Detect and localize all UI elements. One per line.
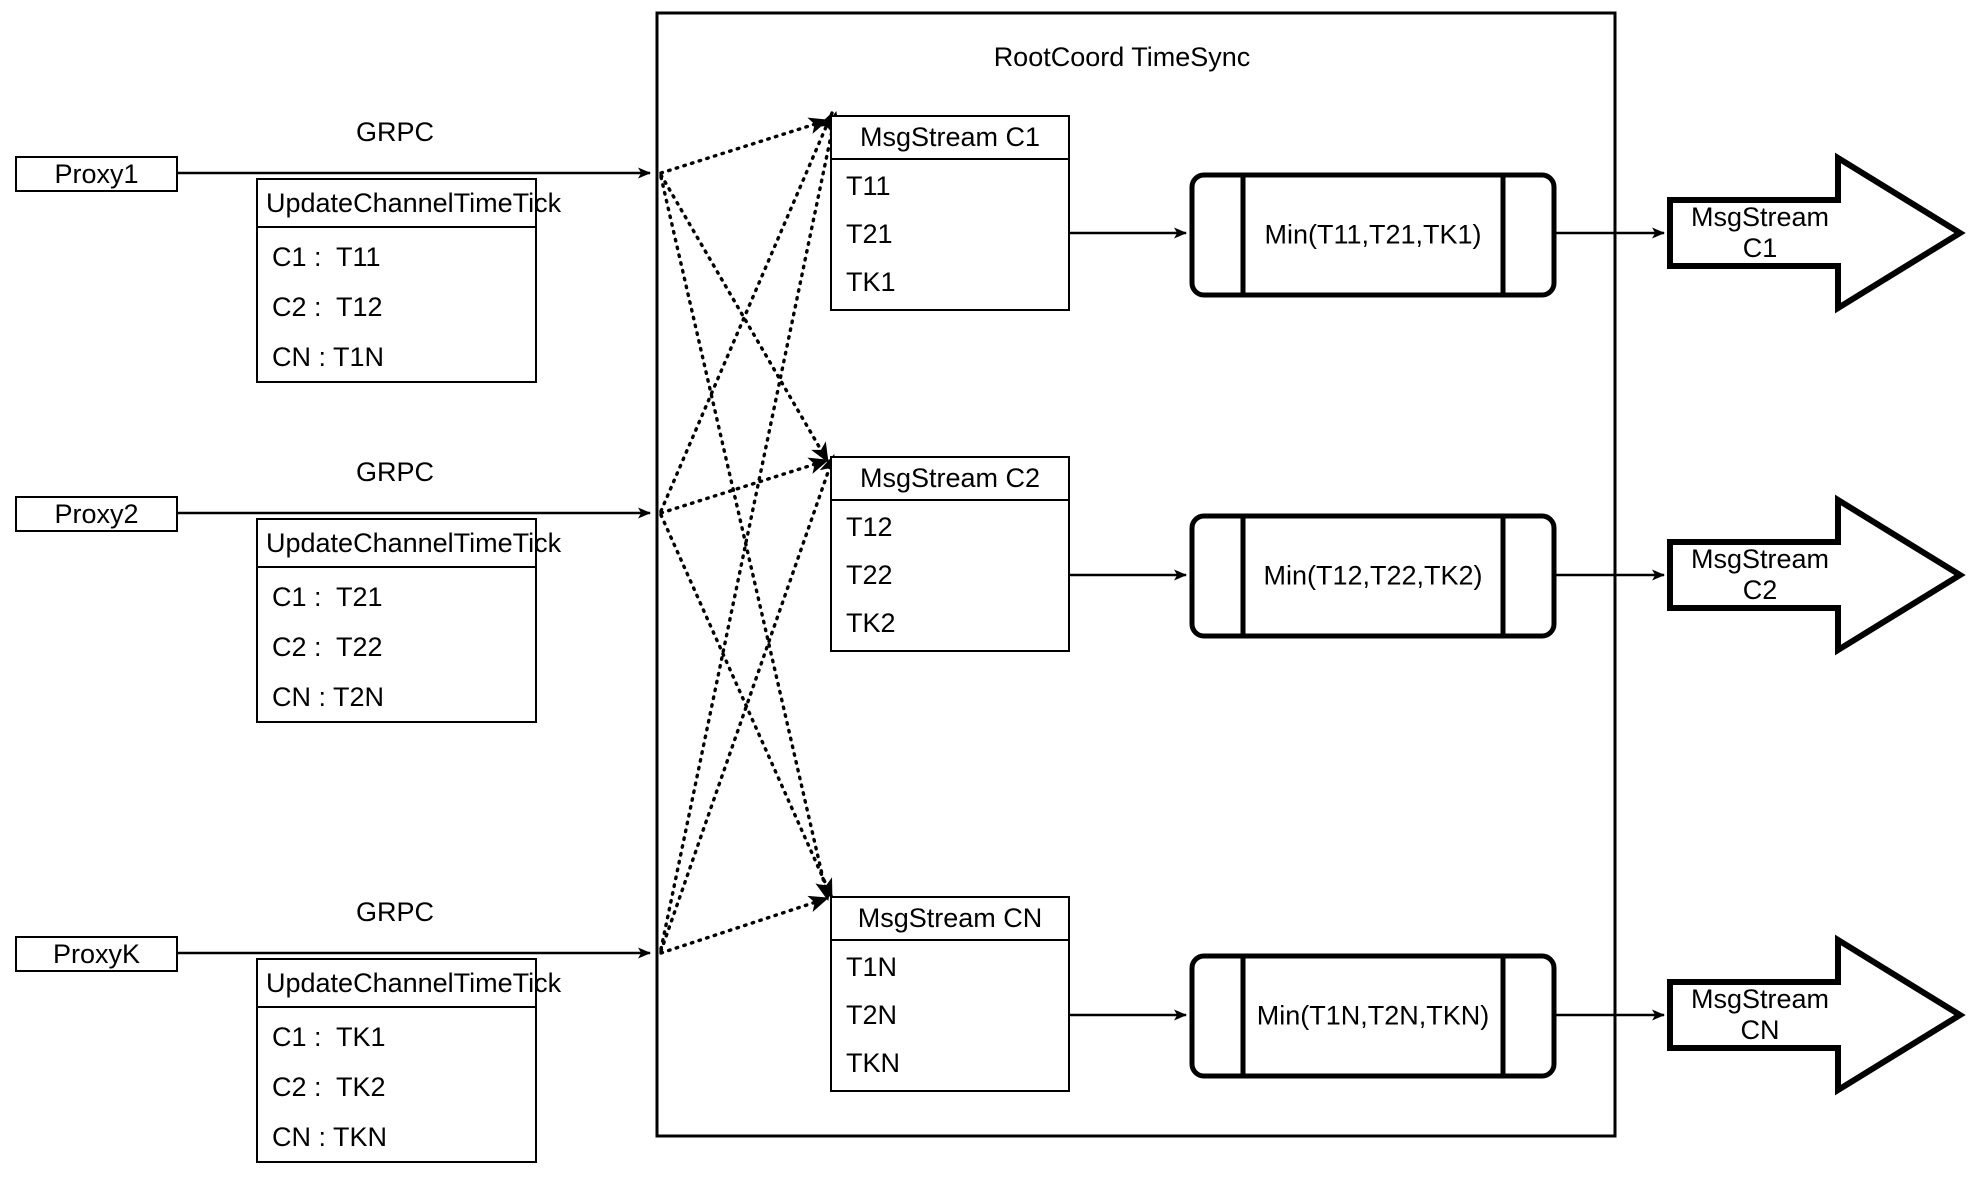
card-row: CN : T2N (272, 682, 385, 712)
stream-to-min-connectors (1070, 227, 1187, 1021)
output-arrow-label: MsgStream CN (1690, 984, 1830, 1045)
min-label: Min(T1N,T2N,TKN) (1256, 1000, 1490, 1031)
card-title: MsgStream CN (832, 898, 1068, 941)
card-row: C1 : T11 (272, 242, 381, 272)
card-body: C1 : T11 C2 : T12 CN : T1N (258, 228, 535, 381)
card-row: C2 : T22 (272, 632, 383, 662)
card-row: C1 : T21 (272, 582, 383, 612)
update-channel-timetick-card-2: UpdateChannelTimeTick C1 : T21 C2 : T22 … (256, 518, 561, 723)
update-channel-timetick-card-1: UpdateChannelTimeTick C1 : T11 C2 : T12 … (256, 178, 561, 383)
page-title: RootCoord TimeSync (993, 42, 1251, 72)
output-arrow-2: MsgStream C2 (1676, 542, 1844, 608)
card-title: UpdateChannelTimeTick (258, 520, 561, 568)
proxy-box-2[interactable]: Proxy2 (15, 496, 178, 532)
min-shapes (1189, 172, 1557, 1079)
card-row: TK2 (846, 608, 896, 638)
min-process-3: Min(T1N,T2N,TKN) (1243, 956, 1503, 1076)
card-row: CN : TKN (272, 1122, 388, 1152)
output-arrow-3: MsgStream CN (1676, 982, 1844, 1048)
min-process-2: Min(T12,T22,TK2) (1243, 516, 1503, 636)
proxy-box-3[interactable]: ProxyK (15, 936, 178, 972)
card-row: TKN (846, 1048, 900, 1078)
card-row: CN : T1N (272, 342, 385, 372)
timetick-fanout-connectors (659, 110, 841, 955)
card-row: T1N (846, 952, 898, 982)
card-title: UpdateChannelTimeTick (258, 960, 561, 1008)
card-body: T11 T21 TK1 (832, 160, 1068, 309)
grpc-connectors (178, 167, 651, 959)
card-title: MsgStream C2 (832, 458, 1068, 501)
min-to-output-connectors (1554, 227, 1665, 1021)
card-row: T21 (846, 219, 893, 249)
min-label: Min(T11,T21,TK1) (1264, 219, 1482, 250)
card-title: MsgStream C1 (832, 117, 1068, 160)
card-row: T22 (846, 560, 893, 590)
grpc-label-3: GRPC (355, 897, 434, 927)
card-body: C1 : T21 C2 : T22 CN : T2N (258, 568, 535, 721)
min-process-1: Min(T11,T21,TK1) (1243, 175, 1503, 295)
card-row: T12 (846, 512, 893, 542)
card-row: C2 : TK2 (272, 1072, 386, 1102)
card-row: T11 (846, 171, 891, 201)
card-row: C2 : T12 (272, 292, 383, 322)
card-title: UpdateChannelTimeTick (258, 180, 561, 228)
card-row: T2N (846, 1000, 898, 1030)
card-body: T12 T22 TK2 (832, 501, 1068, 650)
msgstream-card-1: MsgStream C1 T11 T21 TK1 (830, 115, 1070, 311)
grpc-label-2: GRPC (355, 457, 434, 487)
output-arrow-label: MsgStream C2 (1690, 544, 1830, 605)
update-channel-timetick-card-3: UpdateChannelTimeTick C1 : TK1 C2 : TK2 … (256, 958, 561, 1163)
card-row: TK1 (846, 267, 896, 297)
output-arrow-label: MsgStream C1 (1690, 202, 1830, 263)
output-arrow-1: MsgStream C1 (1676, 200, 1844, 266)
proxy-box-1[interactable]: Proxy1 (15, 156, 178, 192)
card-body: T1N T2N TKN (832, 941, 1068, 1090)
msgstream-card-3: MsgStream CN T1N T2N TKN (830, 896, 1070, 1092)
grpc-label-1: GRPC (355, 117, 434, 147)
msgstream-card-2: MsgStream C2 T12 T22 TK2 (830, 456, 1070, 652)
output-block-arrows (1667, 152, 1966, 1096)
min-label: Min(T12,T22,TK2) (1263, 560, 1483, 591)
card-row: C1 : TK1 (272, 1022, 386, 1052)
card-body: C1 : TK1 C2 : TK2 CN : TKN (258, 1008, 535, 1161)
